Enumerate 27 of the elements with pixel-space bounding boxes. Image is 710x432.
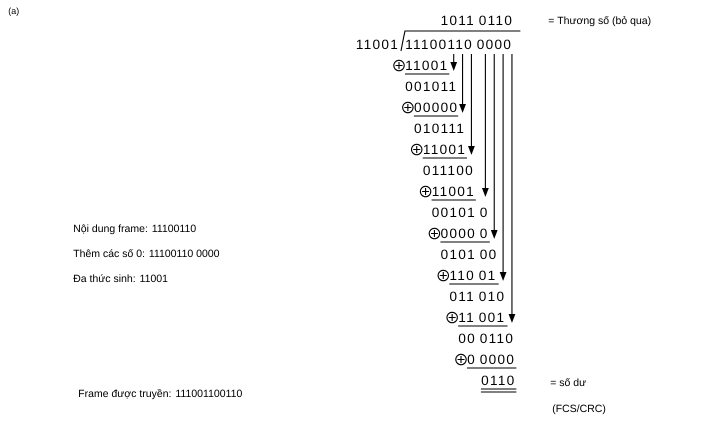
partial-remainder: 0101 00 xyxy=(441,250,496,260)
quotient-digits: 1011 0110 xyxy=(442,16,512,26)
remainder-digits: 0110 xyxy=(482,376,514,386)
xor-operand: 0 0000 xyxy=(468,354,514,364)
partial-remainder: 010111 xyxy=(414,124,464,134)
note-text: Đa thức sinh: 11001 xyxy=(73,274,168,282)
partial-remainder: 011 010 xyxy=(450,292,504,302)
remainder-caption: = số dư xyxy=(550,378,586,386)
xor-operand: 11001 xyxy=(424,144,464,154)
xor-operand: 00000 xyxy=(414,102,456,112)
partial-remainder: 001011 xyxy=(406,82,456,92)
xor-operand: 110 01 xyxy=(450,270,494,280)
partial-remainder: 00 0110 xyxy=(458,334,512,344)
note-text: Nội dung frame: 11100110 xyxy=(74,224,196,234)
note-text: Thêm các số 0: 11100110 0000 xyxy=(73,248,220,258)
xor-operand: 11 001 xyxy=(459,312,504,322)
partial-remainder: 011100 xyxy=(423,166,472,176)
remainder-caption: (FCS/CRC) xyxy=(552,404,606,414)
xor-operand: 0000 0 xyxy=(441,228,487,238)
dividend-digits: 11100110 0000 xyxy=(406,40,510,50)
xor-operand: 11001 xyxy=(406,60,446,70)
figure-label: (a) xyxy=(8,7,19,16)
quotient-caption: = Thương số (bỏ qua) xyxy=(548,16,650,26)
divisor-digits: 11001 xyxy=(356,40,398,50)
xor-operand: 11001 xyxy=(432,186,474,196)
note-text: Frame được truyền: 111001100110 xyxy=(79,388,242,400)
partial-remainder: 00101 0 xyxy=(432,208,487,218)
